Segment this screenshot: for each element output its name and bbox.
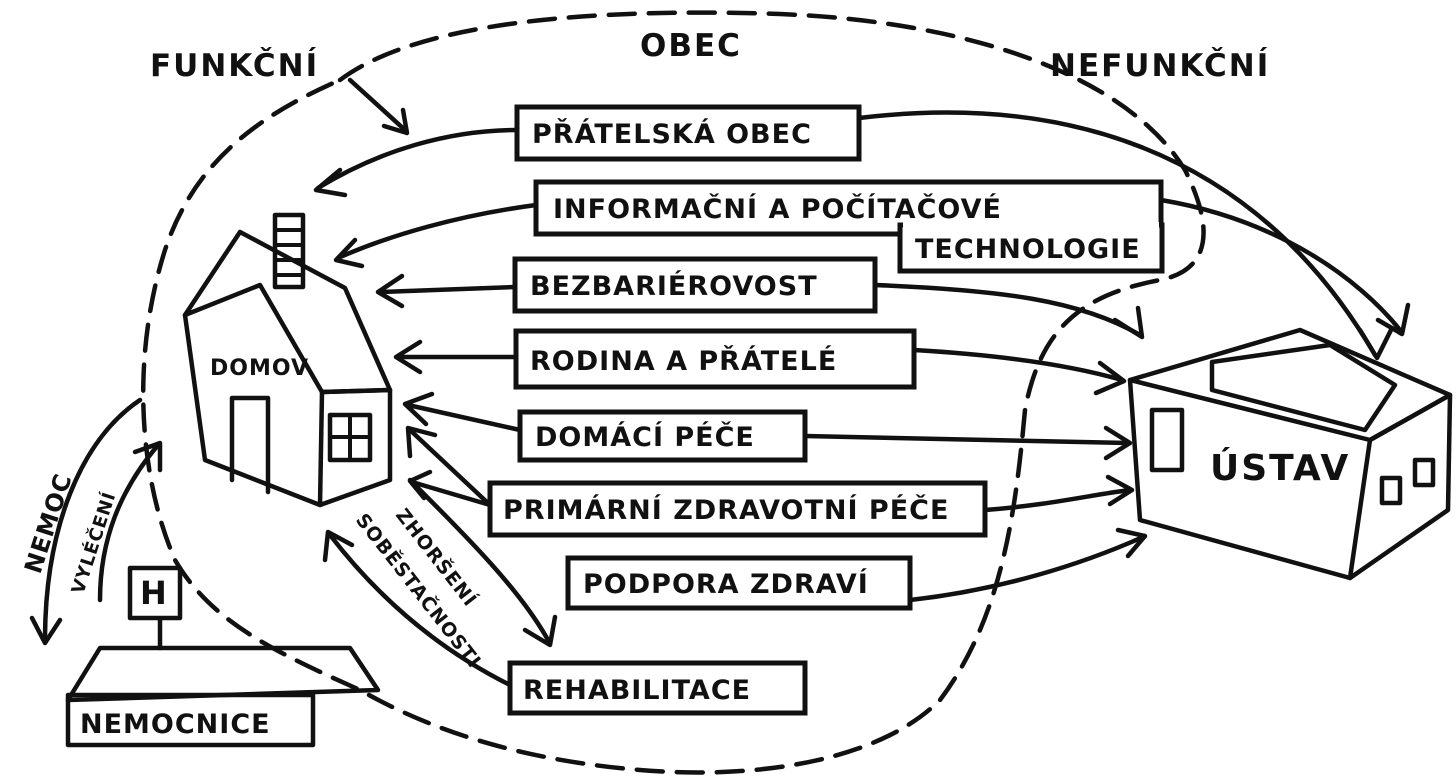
svg-text:REHABILITACE: REHABILITACE xyxy=(523,675,751,706)
arrows-to-institution xyxy=(802,110,1411,603)
hospital-label: NEMOCNICE xyxy=(80,709,271,740)
illness-label: NEMOC xyxy=(19,470,78,577)
factor-box-accessibility: BEZBARIÉROVOST xyxy=(512,256,878,314)
svg-text:TECHNOLOGIE: TECHNOLOGIE xyxy=(915,234,1141,265)
decline-rehab-arrow xyxy=(322,477,558,688)
factor-box-friendly-community: PŘÁTELSKÁ OBEC xyxy=(514,104,862,162)
svg-text:RODINA A PŘÁTELÉ: RODINA A PŘÁTELÉ xyxy=(530,345,837,377)
svg-text:BEZBARIÉROVOST: BEZBARIÉROVOST xyxy=(530,270,818,302)
factor-box-it: INFORMAČNÍ A POČÍTAČOVÉ TECHNOLOGIE xyxy=(533,179,1165,274)
community-boundary xyxy=(140,10,1206,775)
factor-box-rehabilitation: REHABILITACE xyxy=(507,660,808,716)
home-label: DOMOV xyxy=(210,356,309,381)
hospital-sign: H xyxy=(140,574,169,612)
factor-box-family-friends: RODINA A PŘÁTELÉ xyxy=(513,328,917,390)
factor-box-home-care: DOMÁCÍ PÉČE xyxy=(517,409,808,463)
svg-text:INFORMAČNÍ A POČÍTAČOVÉ: INFORMAČNÍ A POČÍTAČOVÉ xyxy=(553,193,1002,225)
heading-nonfunctional: NEFUNKČNÍ xyxy=(1050,47,1270,84)
svg-text:PODPORA ZDRAVÍ: PODPORA ZDRAVÍ xyxy=(583,568,869,600)
functional-arrow xyxy=(347,77,410,136)
heading-functional: FUNKČNÍ xyxy=(150,47,319,84)
illness-recovery-arrows xyxy=(29,397,163,646)
institution-label: ÚSTAV xyxy=(1210,447,1350,489)
institution-building-icon xyxy=(1127,327,1453,581)
arrows-to-home xyxy=(313,127,539,508)
home-house-icon xyxy=(182,212,393,508)
svg-text:PŘÁTELSKÁ OBEC: PŘÁTELSKÁ OBEC xyxy=(532,118,812,150)
svg-text:DOMÁCÍ PÉČE: DOMÁCÍ PÉČE xyxy=(535,421,755,453)
svg-text:PRIMÁRNÍ ZDRAVOTNÍ PÉČE: PRIMÁRNÍ ZDRAVOTNÍ PÉČE xyxy=(503,494,949,526)
recovery-label: VYLÉČENÍ xyxy=(67,489,121,597)
factor-box-primary-care: PRIMÁRNÍ ZDRAVOTNÍ PÉČE xyxy=(487,480,988,538)
heading-community: OBEC xyxy=(640,28,742,64)
hospital-building-icon xyxy=(65,565,381,748)
factor-box-health-promotion: PODPORA ZDRAVÍ xyxy=(565,555,913,611)
